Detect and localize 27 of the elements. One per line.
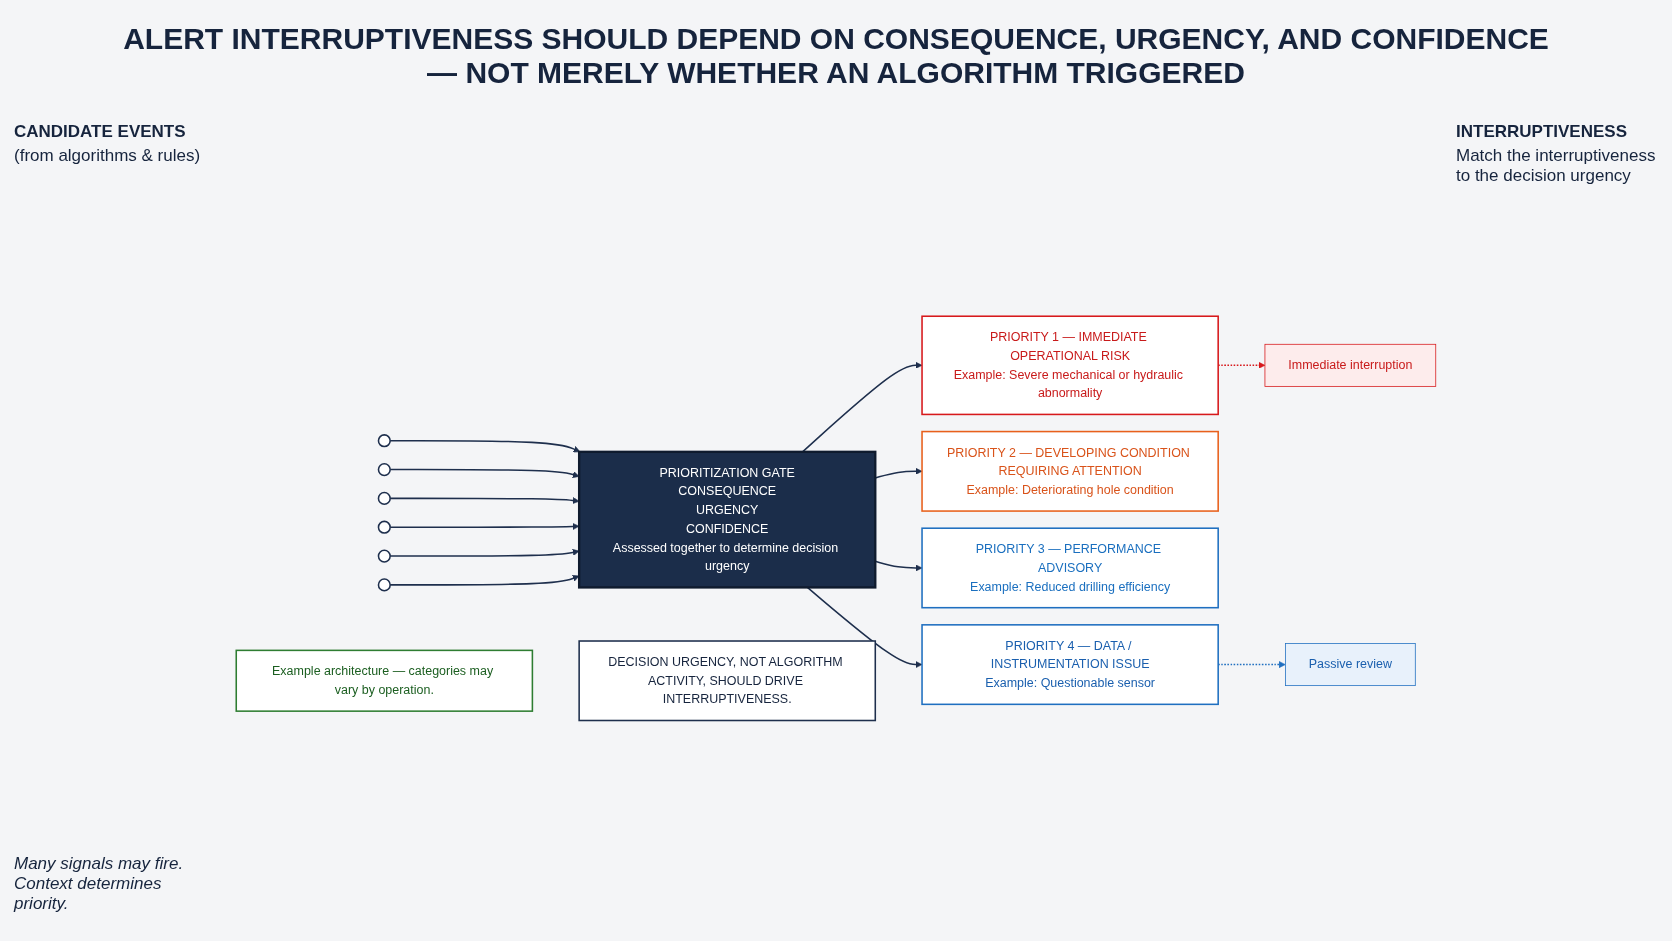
node-box: PRIORITY 3 — PERFORMANCE ADVISORY Example: Reduced drilling efficiency: [921, 527, 1219, 609]
node-box: PRIORITY 4 — DATA / INSTRUMENTATION ISSUE Example: Questionable sensor: [921, 623, 1219, 705]
node-box: PRIORITY 2 — DEVELOPING CONDITION REQUIRING ATTENTION Example: Deteriorating hole condition: [921, 430, 1219, 512]
note: Many signals may fire. Context determines priority.: [14, 854, 185, 914]
node-box: Immediate interruption: [1264, 343, 1437, 387]
arrow: [389, 468, 580, 478]
node-box: DECISION URGENCY, NOT ALGORITHM ACTIVITY, SHOULD DRIVE INTERRUPTIVENESS.: [578, 639, 877, 721]
arrow: [389, 522, 580, 530]
arrow: [389, 439, 581, 452]
node-circle: [377, 520, 391, 534]
arrow: [389, 574, 580, 586]
node-box: Passive review: [1285, 642, 1416, 686]
section-heading: CANDIDATE EVENTS: [14, 122, 187, 142]
node-box: Example architecture — categories may vary by operation.: [235, 649, 534, 712]
title: ALERT INTERRUPTIVENESS SHOULD DEPEND ON CONSEQUENCE, URGENCY, AND CONFIDENCE — NOT MERELY WHETHER AN ALGORITHM TRIGGERED: [122, 22, 1550, 90]
subheading: (from algorithms & rules): [14, 146, 202, 166]
node-circle: [377, 577, 391, 592]
arrow: [389, 548, 580, 557]
node-circle: [377, 491, 391, 505]
arrow: [389, 496, 580, 504]
section-heading: INTERRUPTIVENESS: [1456, 122, 1628, 142]
node-box: PRIORITY 1 — IMMEDIATE OPERATIONAL RISK Example: Severe mechanical or hydraulic abnormality: [921, 315, 1219, 415]
note: Match the interruptiveness to the decision urgency: [1456, 146, 1657, 186]
node-circle: [377, 549, 391, 563]
node-box: PRIORITIZATION GATE CONSEQUENCE URGENCY CONFIDENCE Assessed together to determine decision urgency: [578, 450, 877, 589]
node-circle: [377, 462, 391, 476]
node-circle: [377, 433, 391, 447]
